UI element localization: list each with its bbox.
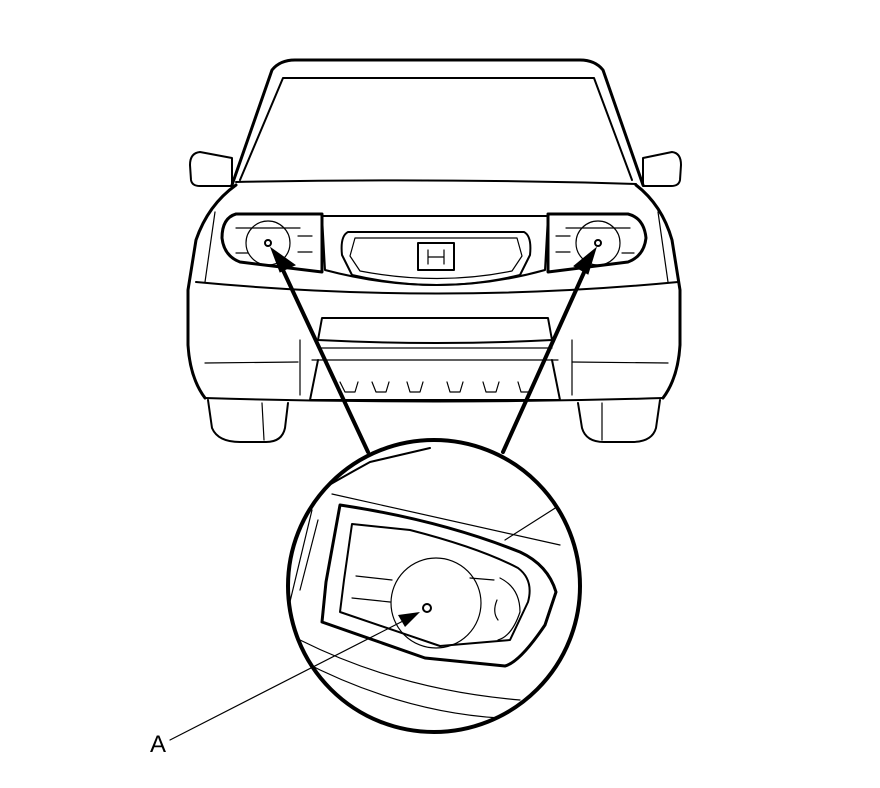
left-aim-mark-icon (264, 239, 272, 247)
left-tire (207, 399, 289, 443)
magnified-aim-mark-icon (422, 603, 432, 613)
right-arrowhead-icon (573, 246, 597, 275)
magnifier-circle (286, 438, 582, 734)
magnified-housing-lines (351, 575, 495, 603)
roof-outline (230, 58, 645, 187)
body-right-side (634, 183, 682, 400)
left-leader-line (280, 266, 370, 454)
grille-inner (340, 231, 532, 286)
bumper-bottom (204, 397, 664, 403)
left-arrowhead-icon (269, 246, 296, 273)
grille-inner-rim (349, 237, 523, 280)
left-headlight-lens (245, 220, 291, 266)
magnified-headlight-lens (390, 557, 482, 649)
left-headlight-housing (220, 212, 324, 274)
magnified-fender-line (331, 493, 561, 546)
right-tire (577, 399, 661, 443)
bumper-horizontal-2 (571, 361, 669, 364)
leader-arrows (269, 246, 597, 454)
left-fender-line (204, 211, 216, 283)
magnified-reflector (497, 577, 521, 641)
magnified-body-diagonal (504, 504, 561, 541)
windshield (239, 77, 633, 181)
right-headlight (546, 212, 648, 274)
magnified-lower-line-1 (299, 639, 521, 701)
magnified-headlight-view (286, 438, 582, 734)
magnified-lower-line-2 (299, 659, 501, 719)
right-headlight-housing (546, 212, 648, 274)
callout-a-label: A (150, 731, 166, 758)
left-tire-tread (261, 402, 265, 441)
magnified-headlight-housing (320, 503, 558, 668)
skid-slot-4 (446, 381, 464, 393)
hood-edge (235, 179, 637, 185)
grille-outer (321, 215, 549, 286)
skid-plate (309, 359, 561, 401)
skid-slot-2 (371, 381, 390, 393)
magnified-reflector-detail (494, 599, 499, 621)
skid-slot-1 (339, 381, 359, 393)
right-fender-line (657, 211, 669, 283)
left-mirror (189, 151, 233, 187)
right-headlight-detail (555, 227, 635, 254)
right-mirror (642, 151, 682, 187)
grille-emblem-h (427, 249, 445, 265)
callout-a: A (150, 612, 420, 758)
grille-emblem (417, 242, 455, 271)
left-headlight-detail (235, 227, 313, 254)
callout-a-leader (169, 619, 406, 741)
bumper-horizontal-1 (204, 361, 299, 364)
vehicle-front (186, 58, 682, 443)
body-left-side (186, 183, 238, 400)
magnified-left-edge (288, 509, 319, 611)
right-leader-line (501, 266, 588, 454)
magnified-housing-inner (339, 523, 531, 647)
bumper-top (195, 281, 679, 295)
bumper-lower-panel (317, 317, 553, 344)
right-headlight-lens (575, 220, 621, 266)
right-aim-mark-icon (594, 239, 602, 247)
skid-slot-3 (406, 381, 424, 393)
skid-slot-5 (482, 381, 500, 393)
callout-a-arrowhead-icon (398, 612, 420, 627)
left-headlight (220, 212, 324, 274)
